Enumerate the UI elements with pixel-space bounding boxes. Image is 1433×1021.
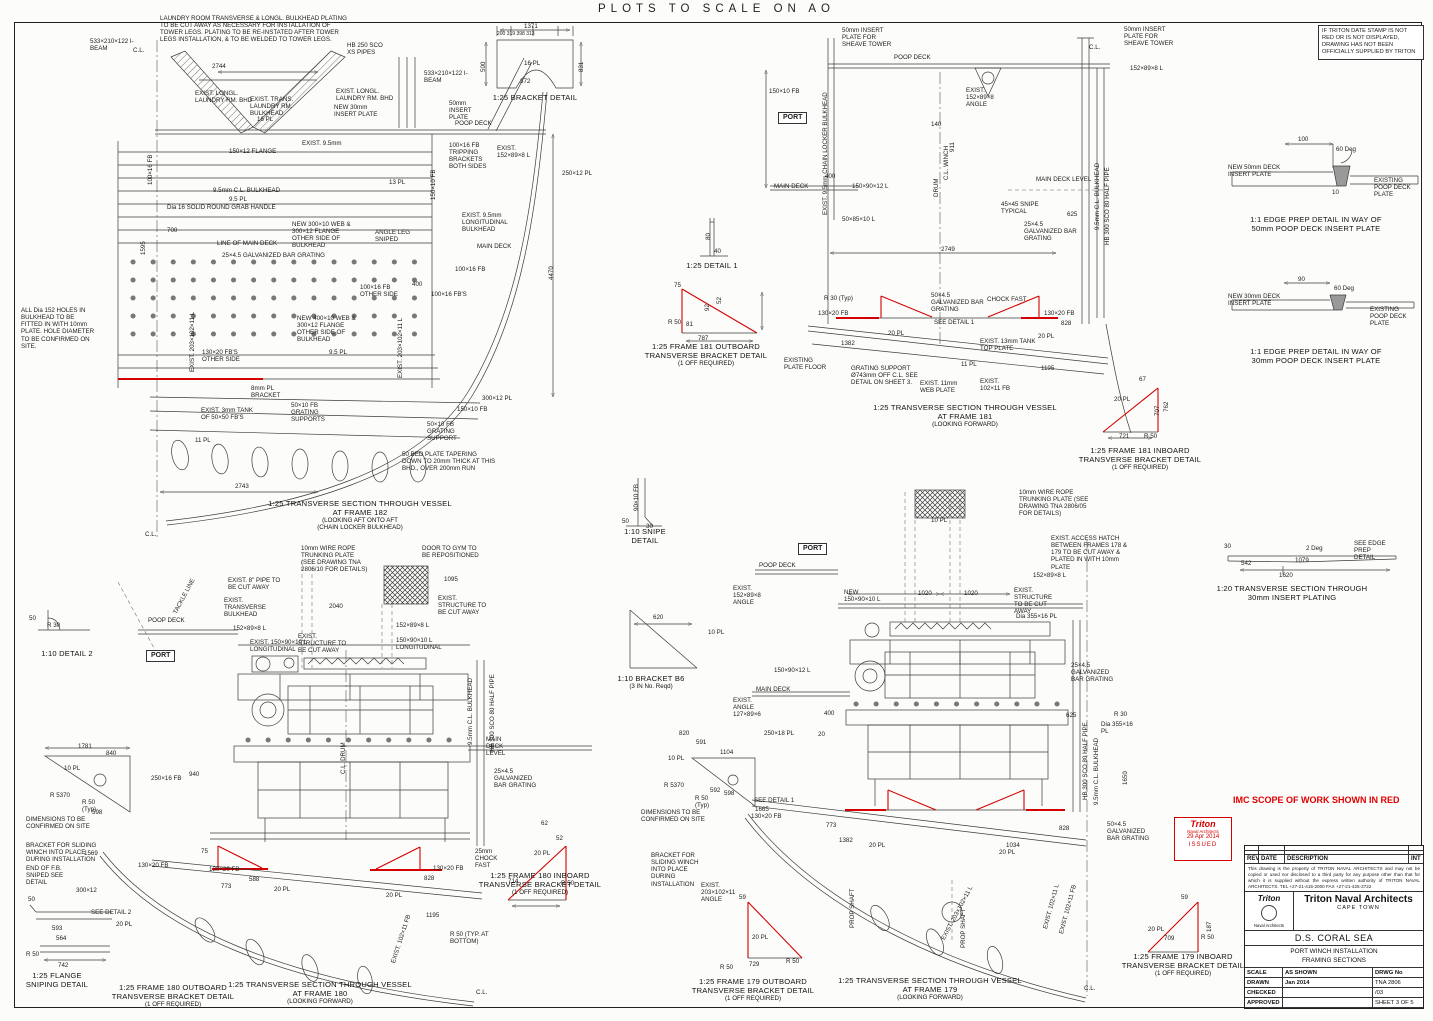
stamp-date: 29 Apr 2014 [1186,834,1220,841]
frame-179-inboard-bracket-drawing [1147,901,1199,953]
project-line-2: FRAMING SECTIONS [1302,956,1366,964]
frame-180-inboard-bracket-drawing [507,845,567,906]
frame-181-inboard-bracket-drawing [1102,387,1159,438]
authenticity-warning: IF TRITON DATE STAMP IS NOT RED OR IS NO… [1318,25,1424,60]
insert-plating-section-drawing [1227,555,1397,574]
drwg-rev-value: /03 [1373,988,1423,998]
approved-value [1283,998,1373,1008]
scale-label: SCALE [1245,968,1283,978]
sheet-border [14,22,1422,1008]
int-column-header: INT [1411,856,1421,863]
company-logo: Triton Naval Architects [1245,892,1294,931]
logo-subtitle: Naval Architects [1253,923,1285,929]
drwg-no-label: DRWG No [1373,968,1423,978]
revision-header-row: REV DATE DESCRIPTION INT [1245,855,1423,865]
drawn-label: DRAWN [1245,978,1283,988]
frame-181-section [766,37,1132,434]
vessel-name: D.S. CORAL SEA [1245,931,1423,947]
edge-prep-30-drawing [1231,283,1415,311]
scope-of-work-note: IMC SCOPE OF WORK SHOWN IN RED [1233,795,1400,805]
logo-emblem-icon [1261,905,1277,922]
triton-date-stamp: Triton Naval Architects 29 Apr 2014 ISSU… [1174,817,1232,861]
sheet-title: PLOTS TO SCALE ON AO [598,3,835,15]
frame-181-outboard-bracket-drawing [681,288,762,341]
frame-179-section [690,489,1088,1003]
stamp-subtitle: Naval Architects [1187,829,1219,834]
company-name: Triton Naval Architects [1304,894,1413,906]
bracket-detail-drawing [486,26,581,89]
detail-1-drawing [700,218,728,257]
snipe-detail-drawing [626,478,662,527]
disclaimer-text: This drawing is the property of TRITON N… [1245,864,1423,893]
title-block: REV DATE DESCRIPTION INT This drawing is… [1244,845,1424,1009]
frame-179-outboard-bracket-drawing [747,901,803,959]
drwg-no-value: TNA 2806 [1373,978,1423,988]
approved-label: APPROVED [1245,998,1283,1008]
project-line-1: PORT WINCH INSTALLATION [1290,948,1378,956]
project-title: PORT WINCH INSTALLATION FRAMING SECTIONS [1245,946,1423,968]
frame-180-section [43,560,592,1007]
bracket-b6-drawing [629,609,698,669]
checked-value [1283,988,1373,998]
revision-row [1245,846,1423,851]
checked-label: CHECKED [1245,988,1283,998]
rev-column-header: REV [1247,855,1259,864]
detail-2-drawing [38,610,90,631]
frame-182-section [117,40,553,540]
edge-prep-50-drawing [1231,144,1419,187]
sheet-number: SHEET 3 OF 5 [1373,998,1423,1008]
company-city: CAPE TOWN [1337,905,1380,912]
date-column-header: DATE [1259,855,1285,864]
drawn-date: Jan 2014 [1283,978,1373,988]
scale-value: AS SHOWN [1283,968,1373,978]
stamp-status: ISSUED [1188,842,1218,849]
description-column-header: DESCRIPTION [1285,855,1409,864]
stamp-company: Triton [1190,819,1216,829]
revision-row [1245,850,1423,856]
logo-wordmark: Triton [1257,894,1281,904]
flange-sniping-drawing [29,904,112,960]
